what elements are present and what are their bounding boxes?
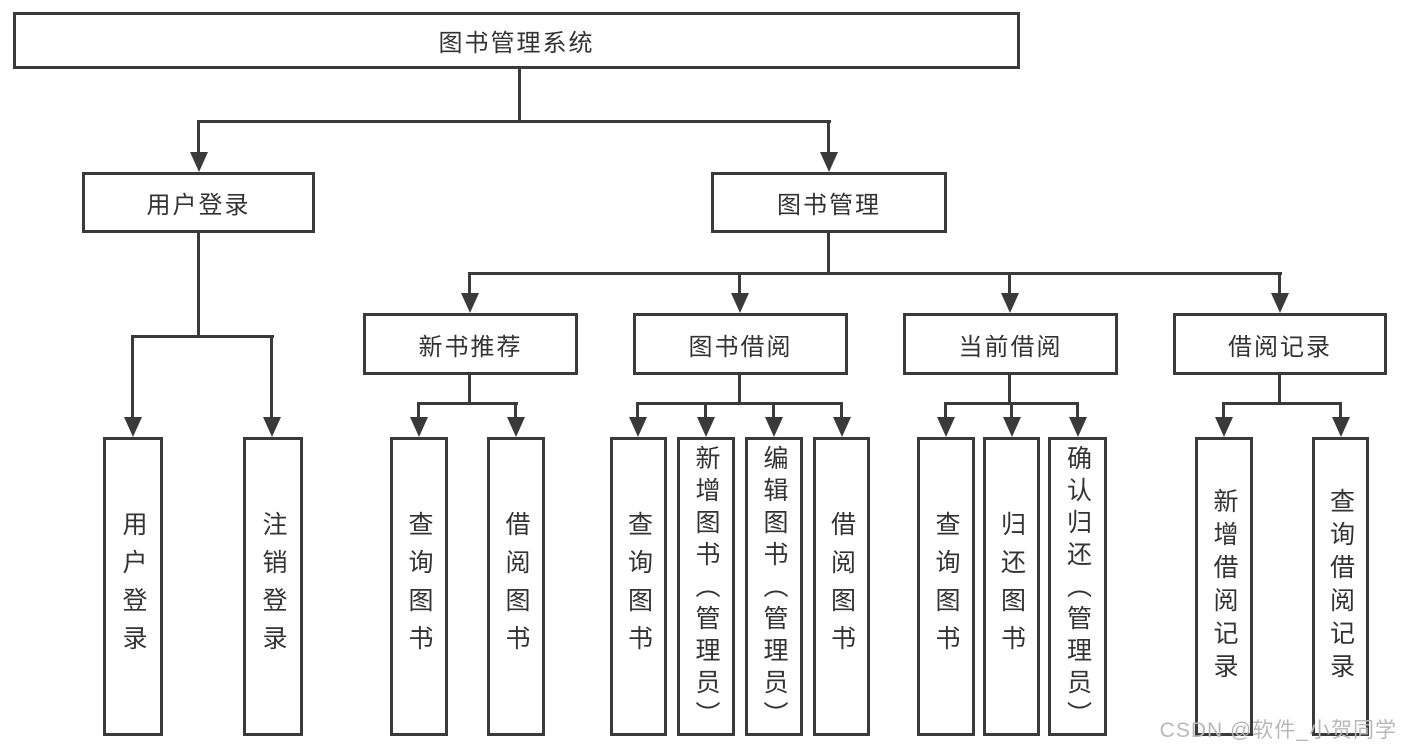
connector-line <box>197 120 831 123</box>
node-confirm-return-admin: 确认归还（管理员） <box>1048 437 1107 736</box>
arrowhead-down-icon <box>461 293 479 313</box>
node-label: 编辑图书（管理员） <box>760 445 788 733</box>
node-borrow-books-recommend: 借阅图书 <box>487 437 545 736</box>
connector-line <box>514 402 517 419</box>
node-label: 借阅记录 <box>1228 333 1332 361</box>
connector-line <box>738 374 741 405</box>
node-label: 图书管理 <box>777 192 881 219</box>
node-user-login: 用户登录 <box>82 172 315 233</box>
node-label: 借阅图书 <box>502 510 530 663</box>
connector-line <box>636 402 843 405</box>
connector-line <box>738 272 741 295</box>
node-book-borrowing: 图书借阅 <box>633 313 848 375</box>
node-user-login-leaf: 用户登录 <box>103 437 163 736</box>
connector-line <box>131 335 274 338</box>
connector-line <box>1008 272 1011 295</box>
node-add-borrowing-record: 新增借阅记录 <box>1195 437 1253 736</box>
node-label: 确认归还（管理员） <box>1063 445 1092 733</box>
node-label: 查询借阅记录 <box>1326 487 1355 686</box>
connector-line <box>704 402 707 419</box>
arrowhead-down-icon <box>765 417 783 437</box>
node-label: 新书推荐 <box>418 333 523 361</box>
arrowhead-down-icon <box>629 417 647 437</box>
node-label: 注销登录 <box>259 510 287 663</box>
csdn-watermark: CSDN @软件_小贺同学 <box>1159 719 1397 742</box>
arrowhead-down-icon <box>1069 417 1087 437</box>
connector-line <box>1010 402 1013 419</box>
connector-line <box>1222 402 1342 405</box>
arrowhead-down-icon <box>1001 293 1019 313</box>
connector-line <box>1222 402 1225 419</box>
node-query-borrowing-record: 查询借阅记录 <box>1312 437 1369 736</box>
arrowhead-down-icon <box>124 417 142 437</box>
node-label: 当前借阅 <box>958 333 1063 361</box>
arrowhead-down-icon <box>697 417 715 437</box>
connector-line <box>827 232 830 274</box>
connector-line <box>1008 374 1011 405</box>
connector-line <box>270 335 273 419</box>
arrowhead-down-icon <box>1003 417 1021 437</box>
arrowhead-down-icon <box>820 152 838 172</box>
node-new-book-recommendation: 新书推荐 <box>363 313 578 375</box>
node-label: 查询图书 <box>624 510 653 663</box>
arrowhead-down-icon <box>1332 417 1350 437</box>
node-label: 图书借阅 <box>688 333 793 361</box>
connector-line <box>197 120 200 154</box>
node-label: 查询图书 <box>932 510 960 663</box>
connector-line <box>772 402 775 419</box>
connector-line <box>518 69 521 122</box>
node-label: 新增图书（管理员） <box>692 445 720 733</box>
node-label: 查询图书 <box>405 510 433 663</box>
node-return-books: 归还图书 <box>983 437 1040 736</box>
connector-line <box>944 402 947 419</box>
arrowhead-down-icon <box>937 417 955 437</box>
node-label: 用户登录 <box>119 510 147 663</box>
connector-line <box>468 272 471 295</box>
connector-line <box>417 402 420 419</box>
connector-line <box>1278 374 1281 405</box>
arrowhead-down-icon <box>1215 417 1233 437</box>
connector-line <box>1076 402 1079 419</box>
node-query-books-recommend: 查询图书 <box>390 437 448 736</box>
connector-line <box>840 402 843 419</box>
connector-line <box>417 402 518 405</box>
node-query-books-borrowing: 查询图书 <box>610 437 667 736</box>
connector-line <box>636 402 639 419</box>
node-library-management-system: 图书管理系统 <box>13 12 1020 69</box>
arrowhead-down-icon <box>190 152 208 172</box>
arrowhead-down-icon <box>507 417 525 437</box>
connector-line <box>468 272 1282 275</box>
node-label: 图书管理系统 <box>438 30 595 57</box>
node-edit-books-admin: 编辑图书（管理员） <box>745 437 803 736</box>
node-label: 新增借阅记录 <box>1210 487 1238 686</box>
connector-line <box>468 374 471 405</box>
node-label: 借阅图书 <box>827 510 856 663</box>
node-add-books-admin: 新增图书（管理员） <box>677 437 735 736</box>
arrowhead-down-icon <box>731 293 749 313</box>
connector-line <box>1278 272 1281 295</box>
node-borrowing-records: 借阅记录 <box>1173 313 1387 375</box>
connector-line <box>197 232 200 337</box>
node-query-books-current: 查询图书 <box>917 437 975 736</box>
node-borrow-books-borrowing: 借阅图书 <box>813 437 870 736</box>
connector-line <box>1339 402 1342 419</box>
arrowhead-down-icon <box>263 417 281 437</box>
node-label: 用户登录 <box>146 192 251 219</box>
node-label: 归还图书 <box>997 510 1026 663</box>
node-book-management: 图书管理 <box>711 172 947 233</box>
arrowhead-down-icon <box>833 417 851 437</box>
connector-line <box>131 335 134 419</box>
arrowhead-down-icon <box>410 417 428 437</box>
node-logout: 注销登录 <box>243 437 303 736</box>
node-current-borrowing: 当前借阅 <box>903 313 1118 375</box>
connector-line <box>827 120 830 154</box>
arrowhead-down-icon <box>1271 293 1289 313</box>
